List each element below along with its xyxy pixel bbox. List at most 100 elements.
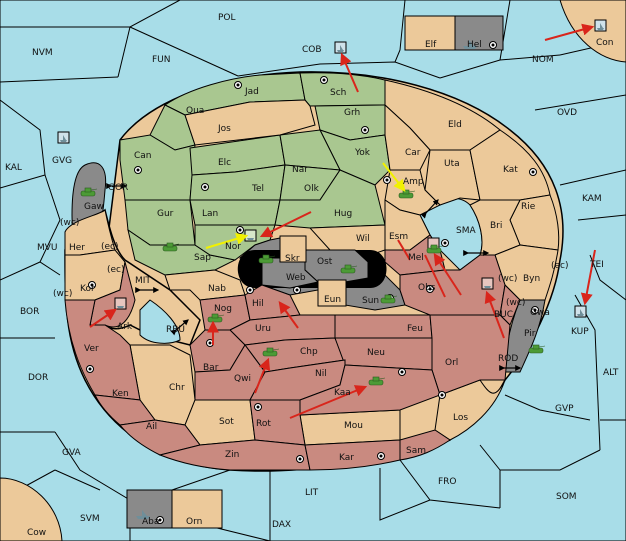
label-Sap: Sap (194, 253, 211, 263)
region-Sam[interactable] (399, 429, 451, 461)
label-LIT: LIT (305, 488, 319, 498)
fleet-icon[interactable] (244, 229, 257, 242)
label-Ken: Ken (112, 389, 129, 399)
label-coast-wc-her: (wc) (60, 218, 79, 228)
fleet-icon[interactable] (574, 305, 587, 318)
region-Ver[interactable] (64, 299, 141, 401)
army-icon[interactable] (340, 264, 358, 274)
label-Mou: Mou (344, 421, 363, 431)
label-Chp: Chp (300, 347, 318, 357)
region-Elf[interactable] (404, 15, 456, 51)
label-Olk: Olk (304, 184, 320, 194)
region-Rot[interactable] (249, 399, 306, 446)
fleet-icon[interactable] (481, 277, 494, 290)
label-Sam: Sam (406, 446, 426, 456)
region-Orl[interactable] (429, 314, 511, 396)
label-GVP: GVP (555, 404, 574, 414)
region-Orn[interactable] (171, 489, 223, 529)
fleet-icon[interactable] (114, 297, 127, 310)
label-Los: Los (453, 413, 468, 423)
label-coast-ec-her: (ec) (101, 242, 119, 252)
label-Rie: Rie (521, 202, 536, 212)
label-Yok: Yok (354, 148, 371, 158)
region-Hug[interactable] (274, 169, 386, 229)
sea-RBU (139, 299, 181, 344)
label-Mel: Mel (408, 253, 424, 263)
region-Zin[interactable] (158, 439, 311, 471)
label-POL: POL (218, 13, 236, 23)
region-Bri[interactable] (469, 199, 521, 256)
fleet-icon[interactable] (334, 41, 347, 54)
region-Jos[interactable] (184, 99, 316, 146)
army-icon[interactable] (162, 242, 180, 252)
label-Bri: Bri (490, 221, 502, 231)
label-Her: Her (69, 243, 85, 253)
fleet-icon[interactable] (463, 40, 477, 49)
label-Elf: Elf (425, 40, 437, 50)
label-Amp: Amp (403, 177, 424, 187)
label-NOM: NOM (532, 55, 554, 65)
label-coast-wc-gwa: (wc) (506, 298, 525, 308)
label-GOR: GOR (108, 183, 128, 193)
army-icon[interactable] (368, 376, 386, 386)
label-SMA: SMA (456, 226, 476, 236)
label-Jad: Jad (244, 87, 259, 97)
label-Car: Car (405, 148, 421, 158)
label-Hug: Hug (334, 209, 352, 219)
label-Sot: Sot (219, 417, 234, 427)
label-Wil: Wil (356, 234, 370, 244)
region-Ail[interactable] (119, 419, 201, 456)
label-Uru: Uru (255, 324, 271, 334)
label-Cow: Cow (27, 528, 46, 538)
label-Nar: Nar (292, 165, 308, 175)
label-Nab: Nab (208, 284, 226, 294)
label-Neu: Neu (367, 348, 385, 358)
label-Kat: Kat (503, 165, 518, 175)
region-Kaa[interactable] (299, 364, 441, 416)
label-DAX: DAX (272, 520, 291, 530)
fleet-icon[interactable] (57, 131, 70, 144)
region-Pir[interactable] (504, 299, 546, 373)
label-Qwi: Qwi (234, 374, 251, 384)
label-Aba: Aba (142, 517, 159, 527)
region-Aba[interactable] (126, 489, 173, 529)
label-Pir: Pir (524, 329, 536, 339)
label-Grh: Grh (344, 108, 360, 118)
label-Zin: Zin (225, 450, 239, 460)
label-GVA: GVA (62, 448, 82, 458)
label-Rot: Rot (256, 419, 271, 429)
label-Esm: Esm (389, 232, 408, 242)
label-FUN: FUN (152, 55, 171, 65)
army-icon[interactable] (426, 244, 444, 254)
label-DOR: DOR (28, 373, 48, 383)
label-SVM: SVM (80, 514, 100, 524)
label-COB: COB (302, 45, 322, 55)
label-Ver: Ver (84, 344, 99, 354)
region-Los[interactable] (434, 379, 506, 441)
label-Nil: Nil (315, 369, 327, 379)
army-icon[interactable] (528, 344, 546, 354)
label-Lan: Lan (202, 209, 218, 219)
fleet-icon[interactable] (136, 510, 150, 519)
label-BUC: BUC (494, 310, 513, 320)
label-NVM: NVM (32, 48, 53, 58)
fleet-icon[interactable] (594, 19, 607, 32)
label-KAL: KAL (5, 163, 22, 173)
army-icon[interactable] (398, 189, 416, 199)
label-Kor: Kor (80, 284, 95, 294)
label-Kaa: Kaa (334, 388, 351, 398)
army-icon[interactable] (80, 187, 98, 197)
region-Skr-inner (279, 235, 307, 263)
army-units (80, 187, 546, 386)
label-Orl: Orl (445, 358, 458, 368)
label-KUP: KUP (571, 327, 589, 337)
label-Elc: Elc (218, 158, 231, 168)
army-icon[interactable] (380, 294, 398, 304)
army-icon[interactable] (258, 254, 276, 264)
label-FRO: FRO (438, 477, 457, 487)
army-icon[interactable] (262, 347, 280, 357)
label-Tel: Tel (251, 184, 264, 194)
region-Ost-inner (304, 249, 369, 283)
label-Uta: Uta (444, 159, 460, 169)
